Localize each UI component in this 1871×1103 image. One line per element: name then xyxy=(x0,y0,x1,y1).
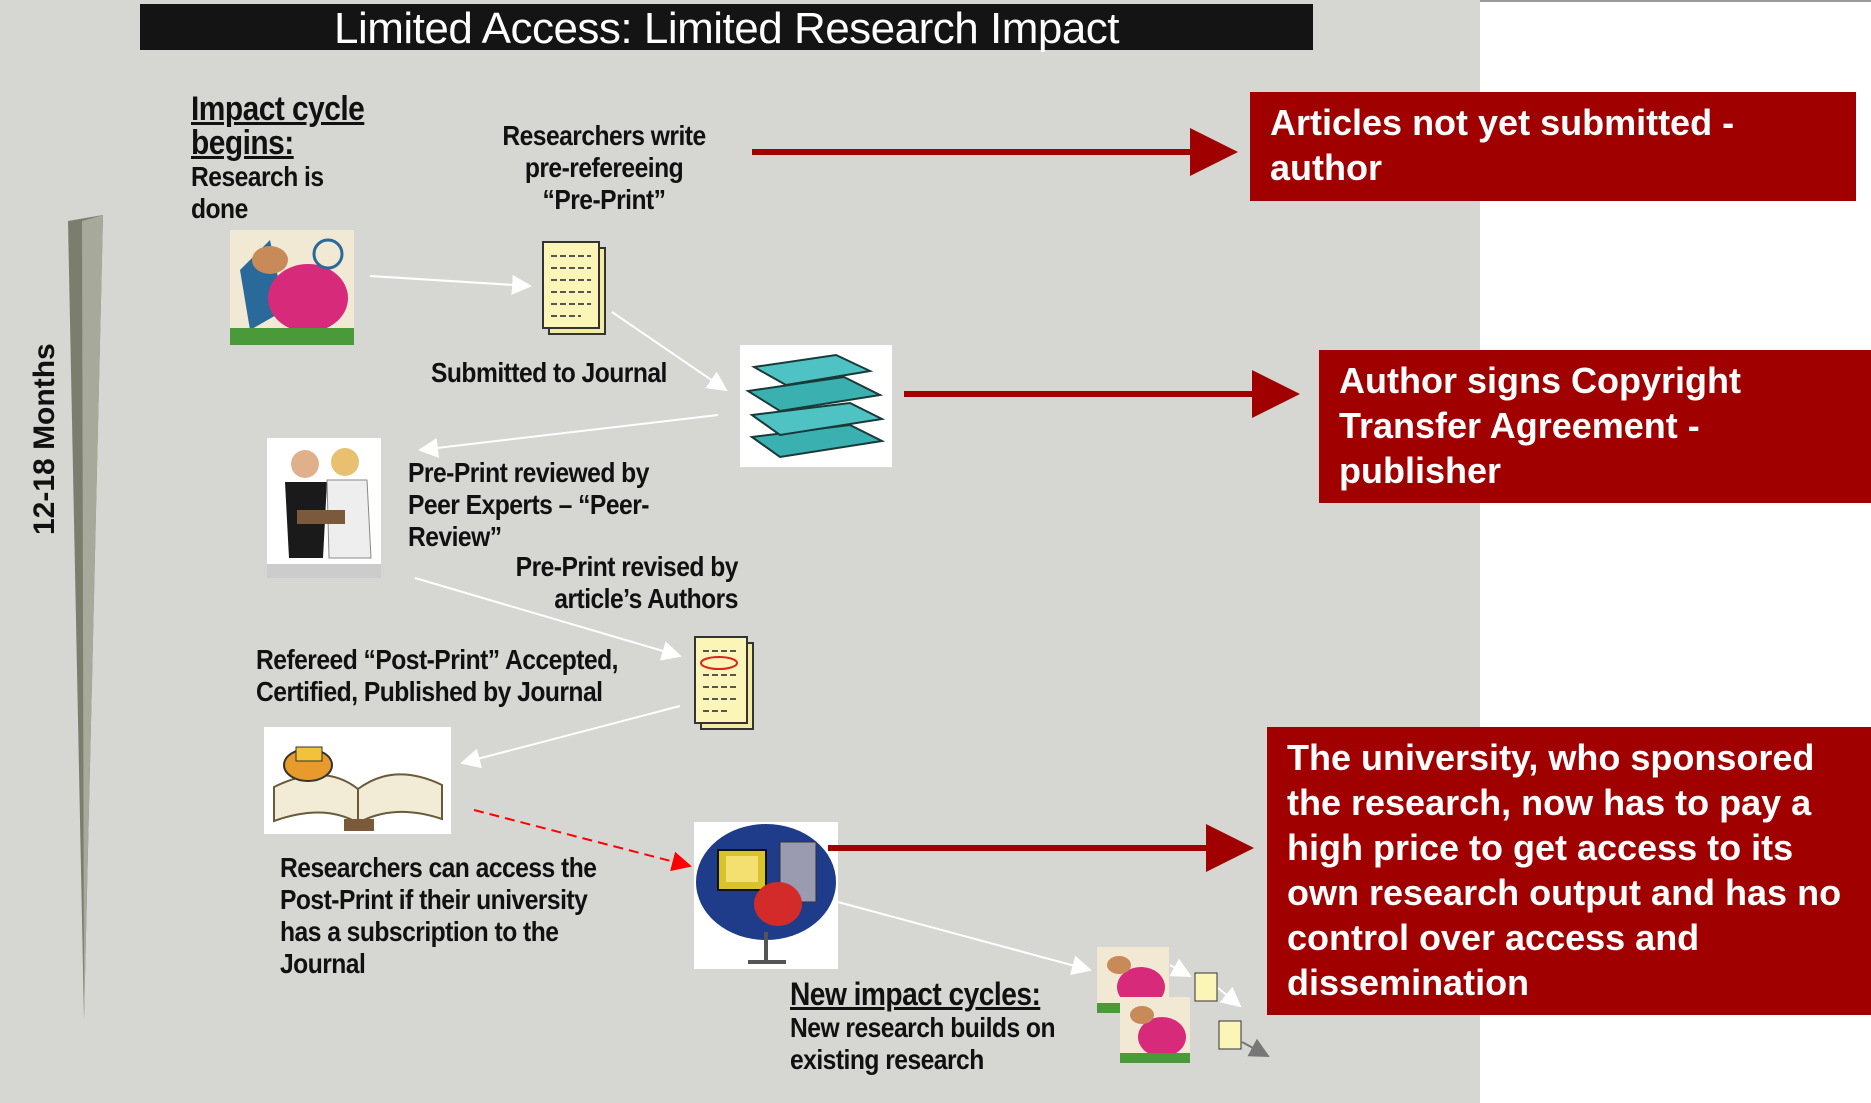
journals-stack-icon xyxy=(740,345,892,467)
timeline-wedge xyxy=(68,215,103,1019)
preprint-document-icon xyxy=(1194,972,1218,1002)
new-cycles-heading: New impact cycles: xyxy=(790,976,1041,1012)
arrow-published-to-access xyxy=(473,809,692,872)
arrow-review-to-revised xyxy=(414,577,682,661)
new-cycles-text: New research builds on existing research xyxy=(790,1012,1056,1075)
arrow-journal-to-review xyxy=(418,414,719,458)
published-book-icon xyxy=(264,727,451,834)
arrow-new-cycle-a xyxy=(1169,958,1192,977)
arrow-new-cycle-b xyxy=(1217,986,1242,1008)
submitted-label: Submitted to Journal xyxy=(431,357,667,388)
impact-cycle-heading: Impact cycle begins: xyxy=(191,90,365,162)
published-label: Refereed “Post-Print” Accepted, Certifie… xyxy=(256,644,619,707)
access-label: Researchers can access the Post-Print if… xyxy=(280,852,597,979)
computer-user-icon xyxy=(694,822,838,969)
callout-not-submitted: Articles not yet submitted - author xyxy=(1250,92,1856,201)
arrow-access-to-new-cycle xyxy=(837,901,1092,975)
arrow-revised-to-published xyxy=(460,705,681,769)
research-done-label: Research is done xyxy=(191,161,324,224)
callout-copyright: Author signs Copyright Transfer Agreemen… xyxy=(1319,350,1871,503)
arrow-preprint-to-journal xyxy=(611,311,728,392)
revised-label: Pre-Print revised by article’s Authors xyxy=(488,551,738,615)
preprint-document-icon xyxy=(1218,1020,1242,1050)
flow-arrows xyxy=(369,274,1242,1008)
arrow-research-to-preprint xyxy=(369,274,532,295)
peer-reviewers-icon xyxy=(267,438,381,578)
researcher-icon xyxy=(230,230,354,345)
new-cycle-icon xyxy=(1120,997,1190,1063)
write-preprint-label: Researchers write pre-refereeing “Pre-Pr… xyxy=(502,120,706,215)
peer-review-label: Pre-Print reviewed by Peer Experts – “Pe… xyxy=(408,457,649,552)
arrow-new-cycle-c xyxy=(1241,1038,1270,1057)
preprint-document-icon xyxy=(541,240,609,338)
callout-university: The university, who sponsored the resear… xyxy=(1267,727,1871,1015)
top-divider xyxy=(1480,0,1871,2)
published-label-clip: Refereed “Post-Print” Accepted, Certifie… xyxy=(250,640,670,732)
revised-document-icon xyxy=(693,635,757,733)
slide-title: Limited Access: Limited Research Impact xyxy=(140,4,1313,53)
callout-arrows xyxy=(752,128,1300,872)
